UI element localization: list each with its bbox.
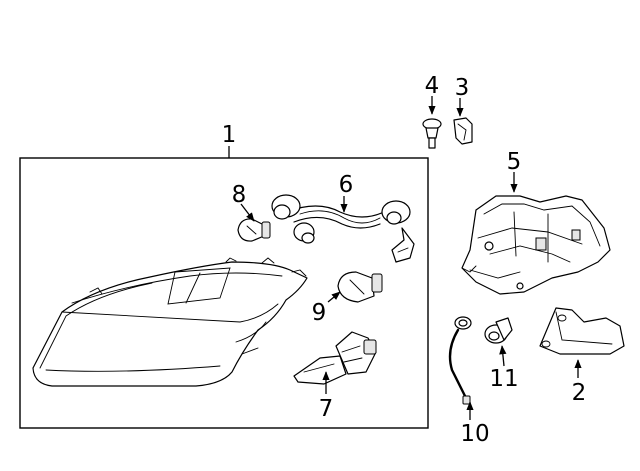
callout-4: 4 [425, 73, 440, 99]
callout-11: 11 [489, 366, 518, 392]
pigtail-wire-10 [448, 316, 472, 405]
halogen-bulb-7 [293, 331, 377, 385]
callout-10: 10 [460, 421, 489, 447]
callout-9: 9 [312, 300, 327, 326]
wedge-bulb-8 [237, 218, 271, 242]
callout-6: 6 [339, 172, 354, 198]
callout-8: 8 [232, 182, 247, 208]
headlamp-assembly [32, 257, 308, 387]
socket-11 [484, 317, 513, 344]
callout-7: 7 [319, 396, 334, 422]
bolt-4 [422, 118, 442, 149]
bracket-2 [539, 307, 625, 355]
socket-harness-6 [271, 194, 415, 263]
leader-lines [228, 96, 582, 420]
callout-2: 2 [572, 380, 587, 406]
callout-1: 1 [222, 122, 237, 148]
callout-3: 3 [455, 75, 470, 101]
headlamp-housing-5 [461, 195, 611, 295]
assembly-frame [19, 157, 429, 429]
callout-5: 5 [507, 149, 522, 175]
clip-3 [453, 117, 473, 145]
bulb-9 [337, 271, 383, 303]
